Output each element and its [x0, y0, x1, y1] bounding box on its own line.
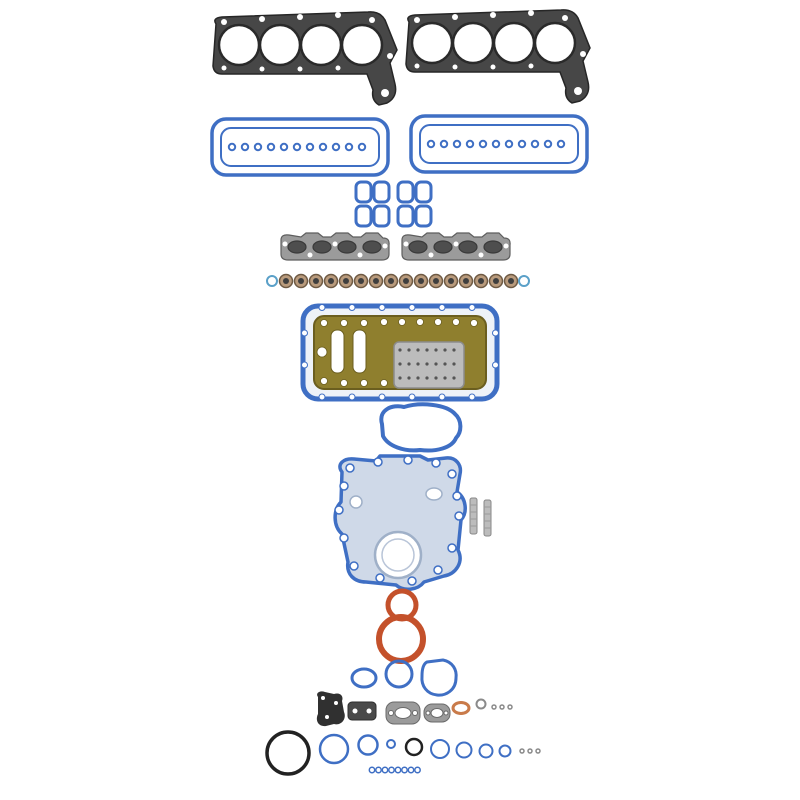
valve-cover-gasket-right	[409, 114, 589, 174]
small-black-gasket	[316, 691, 345, 727]
dowel-pins	[469, 497, 492, 537]
head-gasket-left	[211, 10, 399, 107]
small-washers	[475, 698, 513, 710]
water-pump-gasket	[379, 402, 463, 453]
thermostat-gasket	[420, 658, 458, 697]
head-gasket-right	[404, 8, 592, 105]
crank-seal-large	[376, 614, 426, 664]
exhaust-manifold-gasket-left	[280, 232, 390, 261]
small-metal-gasket-1	[385, 701, 421, 725]
timing-cover-gasket	[333, 454, 467, 591]
small-metal-gasket-2	[423, 703, 451, 723]
round-o-ring	[384, 659, 414, 689]
valve-cover-gasket-left	[210, 117, 390, 177]
micro-o-rings	[368, 766, 421, 774]
exhaust-manifold-gasket-right	[401, 232, 511, 261]
rear-main-seal	[265, 730, 311, 776]
valve-stem-seals	[266, 273, 530, 289]
oval-o-ring	[350, 667, 378, 689]
port-gaskets	[354, 180, 433, 228]
oil-pan-gasket	[300, 303, 500, 402]
copper-washer	[451, 701, 471, 715]
small-rect-gasket	[347, 701, 377, 721]
o-ring-assortment	[318, 733, 541, 765]
